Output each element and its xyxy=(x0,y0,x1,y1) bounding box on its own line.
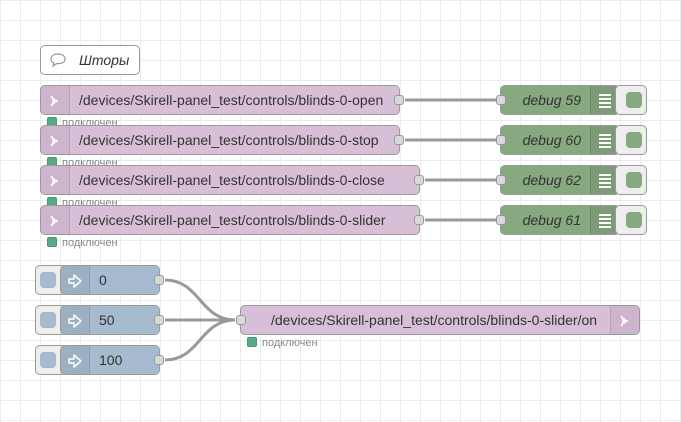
input-port[interactable] xyxy=(496,135,506,145)
output-port[interactable] xyxy=(414,215,424,225)
debug-toggle-button[interactable] xyxy=(615,205,647,235)
mqtt-in-node-open[interactable]: /devices/Skirell-panel_test/controls/bli… xyxy=(40,85,404,115)
comment-node[interactable]: Шторы xyxy=(40,45,140,75)
comment-label: Шторы xyxy=(79,52,130,68)
status-text: подключен xyxy=(62,237,118,249)
output-port[interactable] xyxy=(154,315,164,325)
mqtt-in-node-close[interactable]: /devices/Skirell-panel_test/controls/bli… xyxy=(40,165,424,195)
inject-node-100[interactable]: 100 xyxy=(60,345,164,375)
debug-list-icon xyxy=(590,206,619,234)
toggle-indicator xyxy=(626,132,642,148)
wire-inject100-to-out[interactable] xyxy=(164,318,236,362)
status-dot xyxy=(47,237,57,247)
wifi-icon xyxy=(41,166,70,194)
status-dot xyxy=(247,337,257,347)
inject-label: 0 xyxy=(99,272,107,288)
output-port[interactable] xyxy=(394,135,404,145)
toggle-indicator xyxy=(626,172,642,188)
status-badge: подключен xyxy=(247,337,318,351)
trigger-indicator xyxy=(40,272,56,288)
debug-label: debug 59 xyxy=(522,92,581,108)
input-port[interactable] xyxy=(236,315,246,325)
debug-node-60[interactable]: debug 60 xyxy=(496,125,620,155)
wifi-icon xyxy=(41,206,70,234)
debug-label: debug 60 xyxy=(522,132,581,148)
input-port[interactable] xyxy=(496,175,506,185)
mqtt-topic-label: /devices/Skirell-panel_test/controls/bli… xyxy=(271,312,598,328)
mqtt-topic-label: /devices/Skirell-panel_test/controls/bli… xyxy=(79,172,385,188)
debug-toggle-button[interactable] xyxy=(615,165,647,195)
debug-list-icon xyxy=(590,126,619,154)
toggle-indicator xyxy=(626,212,642,228)
status-text: подключен xyxy=(262,337,318,349)
debug-node-61[interactable]: debug 61 xyxy=(496,205,620,235)
arrow-in-icon xyxy=(61,306,90,334)
output-port[interactable] xyxy=(394,95,404,105)
input-port[interactable] xyxy=(496,95,506,105)
mqtt-in-node-stop[interactable]: /devices/Skirell-panel_test/controls/bli… xyxy=(40,125,404,155)
debug-label: debug 62 xyxy=(522,172,581,188)
mqtt-out-node[interactable]: /devices/Skirell-panel_test/controls/bli… xyxy=(236,305,640,335)
input-port[interactable] xyxy=(496,215,506,225)
comment-icon xyxy=(41,46,71,74)
arrow-in-icon xyxy=(61,346,90,374)
debug-label: debug 61 xyxy=(522,212,581,228)
debug-list-icon xyxy=(590,166,619,194)
mqtt-topic-label: /devices/Skirell-panel_test/controls/bli… xyxy=(79,132,379,148)
toggle-indicator xyxy=(626,92,642,108)
wire-inject0-to-out[interactable] xyxy=(164,278,236,322)
debug-node-62[interactable]: debug 62 xyxy=(496,165,620,195)
mqtt-topic-label: /devices/Skirell-panel_test/controls/bli… xyxy=(79,92,384,108)
arrow-in-icon xyxy=(61,266,90,294)
mqtt-topic-label: /devices/Skirell-panel_test/controls/bli… xyxy=(79,212,386,228)
inject-node-50[interactable]: 50 xyxy=(60,305,164,335)
trigger-indicator xyxy=(40,312,56,328)
wifi-icon xyxy=(41,86,70,114)
output-port[interactable] xyxy=(154,355,164,365)
debug-toggle-button[interactable] xyxy=(615,125,647,155)
debug-toggle-button[interactable] xyxy=(615,85,647,115)
status-badge: подключен xyxy=(47,237,118,251)
output-port[interactable] xyxy=(414,175,424,185)
inject-node-0[interactable]: 0 xyxy=(60,265,164,295)
wifi-icon xyxy=(610,306,639,334)
debug-list-icon xyxy=(590,86,619,114)
trigger-indicator xyxy=(40,352,56,368)
wifi-icon xyxy=(41,126,70,154)
debug-node-59[interactable]: debug 59 xyxy=(496,85,620,115)
inject-label: 50 xyxy=(99,312,115,328)
mqtt-in-node-slider[interactable]: /devices/Skirell-panel_test/controls/bli… xyxy=(40,205,424,235)
output-port[interactable] xyxy=(154,275,164,285)
inject-label: 100 xyxy=(99,352,123,368)
